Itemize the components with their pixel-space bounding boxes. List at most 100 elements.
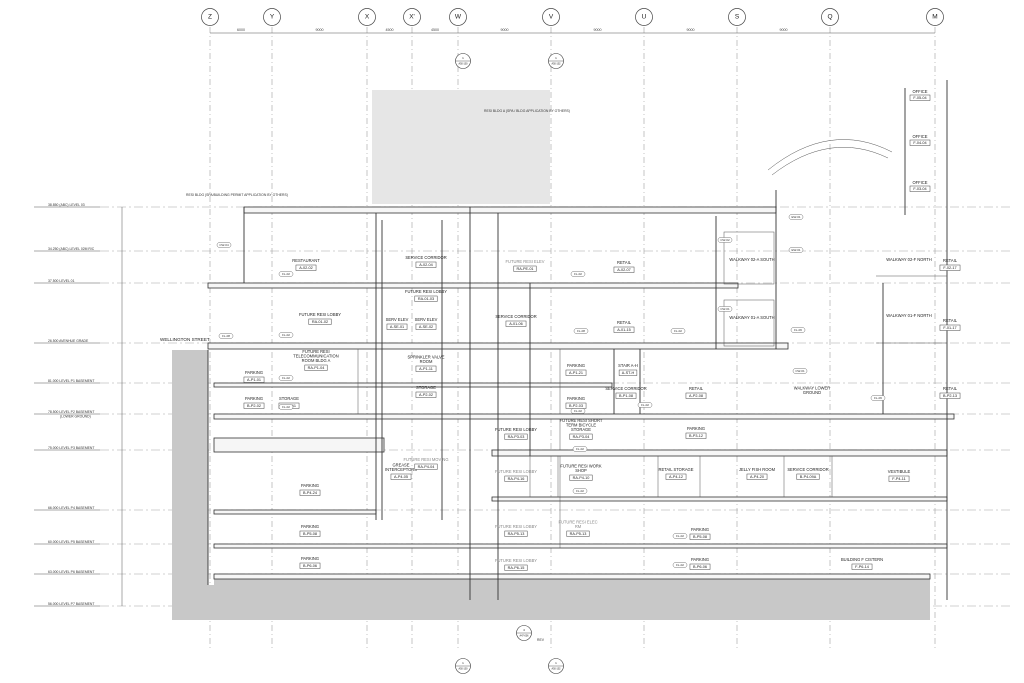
material-tag: FL-02 [572,446,588,452]
room-tag-text: A-02-04 [419,263,433,267]
office-tag: F-03-04 [909,185,931,192]
level-label: 26.500 AVENHUE GRADE [48,339,89,343]
room-tag-text: RA-P4-10 [573,476,590,480]
room-tag: RA-P3-03 [504,433,528,440]
grid-bubble: X' [403,8,421,26]
walkway-02a-box [723,231,775,285]
room-tag-text: A-P1-11 [419,367,433,371]
room: WALKWAY 02-F NORTH [886,257,931,262]
room-name: JELLY FISH ROOM [739,467,776,472]
room: FUTURE RESI LOBBY RA-01-02 [299,312,341,325]
room-tag: RA-PE-01 [513,265,537,272]
room-tag-text: B-P5-08 [303,532,317,536]
room-tag-text: A-ST-H [622,371,635,375]
room-name: RETAIL [943,258,958,263]
grid-label: S [735,14,740,21]
room-tag-text: A-02-02 [299,266,313,270]
room-tag: B-P6-06 [299,562,321,569]
room-name: STAIR A-H [618,363,638,368]
room-name: WALKWAY 02-F NORTH [886,257,931,262]
room-tag-text: A-P1-01 [247,378,261,382]
dimension-value: 9000 [687,28,695,32]
material-tag: FL-02 [670,328,686,334]
grid-bubble: Q [821,8,839,26]
grid-label: X [365,14,370,21]
note-resi-bldg: RESI BLDG (SPA/BUILDING PERMIT APPLICATI… [186,193,288,197]
level-label: 38.850 (ABC) LEVEL 03 [48,203,85,207]
room-tag: A-P2-08 [685,392,707,399]
room-name: PARKING [567,363,585,368]
room-name: STORAGE [279,396,299,401]
grid-bubble: Z [201,8,219,26]
room-name: PARKING [691,557,709,562]
room-tag: A-02-04 [415,261,437,268]
dimension-value: 4500 [431,28,439,32]
grid-bubble: S [728,8,746,26]
room-name: FUTURE RESI LOBBY [405,289,447,294]
room-tag: A-P1-21 [565,369,587,376]
room-tag: A-ST-H [618,369,638,376]
room-tag: A-01-06 [505,320,527,327]
room-name: RETAIL [617,320,632,325]
material-tag-text: FL-02 [676,534,684,538]
room-tag-text: RA-01-02 [312,320,328,324]
room-tag: RA-01-03 [414,295,438,302]
room-name: FUTURE RESI LOBBY [495,558,537,563]
room-name: FUTURE RESI LOBBY [299,312,341,317]
room-tag: RA-P5-13 [566,530,590,537]
room-tag: B-P2-03 [565,402,587,409]
material-tag: FL-02 [278,332,294,338]
section-sheet: A50-100 [458,63,468,66]
room-tag-text: B-P5-08 [693,535,707,539]
room-tag: A-02-07 [613,266,635,273]
room-tag-text: A-P4-05 [394,475,408,479]
room-name: PARKING [687,426,705,431]
level-label: 78.500 LEVEL P2 BASEMENT [48,410,94,414]
room-tag: B-P4-24 [299,489,321,496]
material-tag: FL-06 [790,327,806,333]
material-tag: FL-02 [278,404,294,410]
office-name: OFFICE [912,134,927,139]
grid-label: V [549,14,554,21]
dimension-value: 4500 [386,28,394,32]
room-name: RETAIL [689,386,704,391]
material-tag-text: FL-02 [282,333,290,337]
room-tag-text: A-01-06 [509,322,523,326]
room-name: WALKWAY 01-A SOUTH [729,315,774,320]
room-tag: F-02-17 [939,264,961,271]
level-sublabel: (LOWER GROUND) [60,415,91,419]
grid-bubble: Y [263,8,281,26]
room-tag-text: A-SE-01 [390,325,404,329]
room-tag: RA-P3-04 [569,433,593,440]
office-tag-text: F-05-04 [913,96,926,100]
office-tag: F-05-04 [909,94,931,101]
room-tag-text: B-P2-13 [943,394,957,398]
room-tag: F-P4-11 [888,475,910,482]
walkway-01a-box [723,299,775,347]
room-name: FUTURE RESI LOBBY [495,469,537,474]
material-tag: FL-02 [570,408,586,414]
room-tag: F-P6-14 [851,563,873,570]
material-tag: CW-01 [717,306,733,312]
slab-p4 [213,509,377,515]
